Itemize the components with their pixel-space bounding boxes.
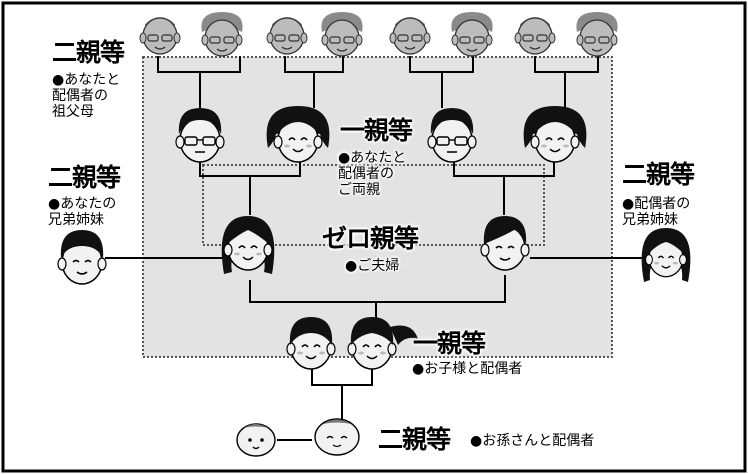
grandmother-face (201, 12, 243, 57)
father-face (427, 108, 477, 163)
couple-degree-label: ゼロ親等 (322, 224, 419, 253)
mother-face (266, 106, 330, 163)
grandparents-faces (139, 12, 618, 57)
relatives-region (142, 56, 613, 358)
children-description: ●お子様と配偶者 (412, 361, 523, 377)
spouse-siblings-degree-label: 二親等 (622, 160, 695, 189)
grandfather-face (389, 17, 431, 55)
parents-description: ●あなたと 配偶者の ご両親 (338, 150, 407, 199)
children-degree-label: 一親等 (413, 329, 486, 358)
couple-description: ●ご夫婦 (345, 258, 400, 274)
grandfather-face (139, 17, 181, 55)
grandchild-face (236, 423, 276, 457)
husband-face (480, 216, 530, 271)
grandfather-face (266, 17, 308, 55)
child-face (286, 317, 336, 370)
own-siblings-description: ●あなたの 兄弟姉妹 (48, 196, 117, 229)
grandmother-face (321, 12, 363, 57)
grandmother-face (451, 12, 493, 57)
parents-degree-label: 一親等 (340, 116, 413, 145)
mother-face (523, 106, 587, 163)
own-siblings-degree-label: 二親等 (48, 163, 121, 192)
grandchildren-description: ●お孫さんと配偶者 (470, 433, 595, 449)
grandparents-description: ●あなたと 配偶者の 祖父母 (52, 72, 121, 121)
child-spouse-face (347, 317, 418, 370)
father-face (175, 108, 225, 163)
family-tree-lines (105, 56, 650, 441)
spouse-sibling-face (641, 228, 691, 282)
own-sibling-face (57, 230, 107, 285)
grandmother-face (576, 12, 618, 57)
grandfather-face (514, 17, 556, 55)
grandchildren-degree-label: 二親等 (378, 425, 451, 454)
grandparents-degree-label: 二親等 (52, 38, 125, 67)
grandchild-spouse-face (314, 418, 360, 456)
parents-faces (175, 106, 587, 163)
wife-face (221, 216, 275, 274)
spouse-siblings-description: ●配偶者の 兄弟姉妹 (622, 196, 691, 229)
parents-box (202, 164, 545, 246)
